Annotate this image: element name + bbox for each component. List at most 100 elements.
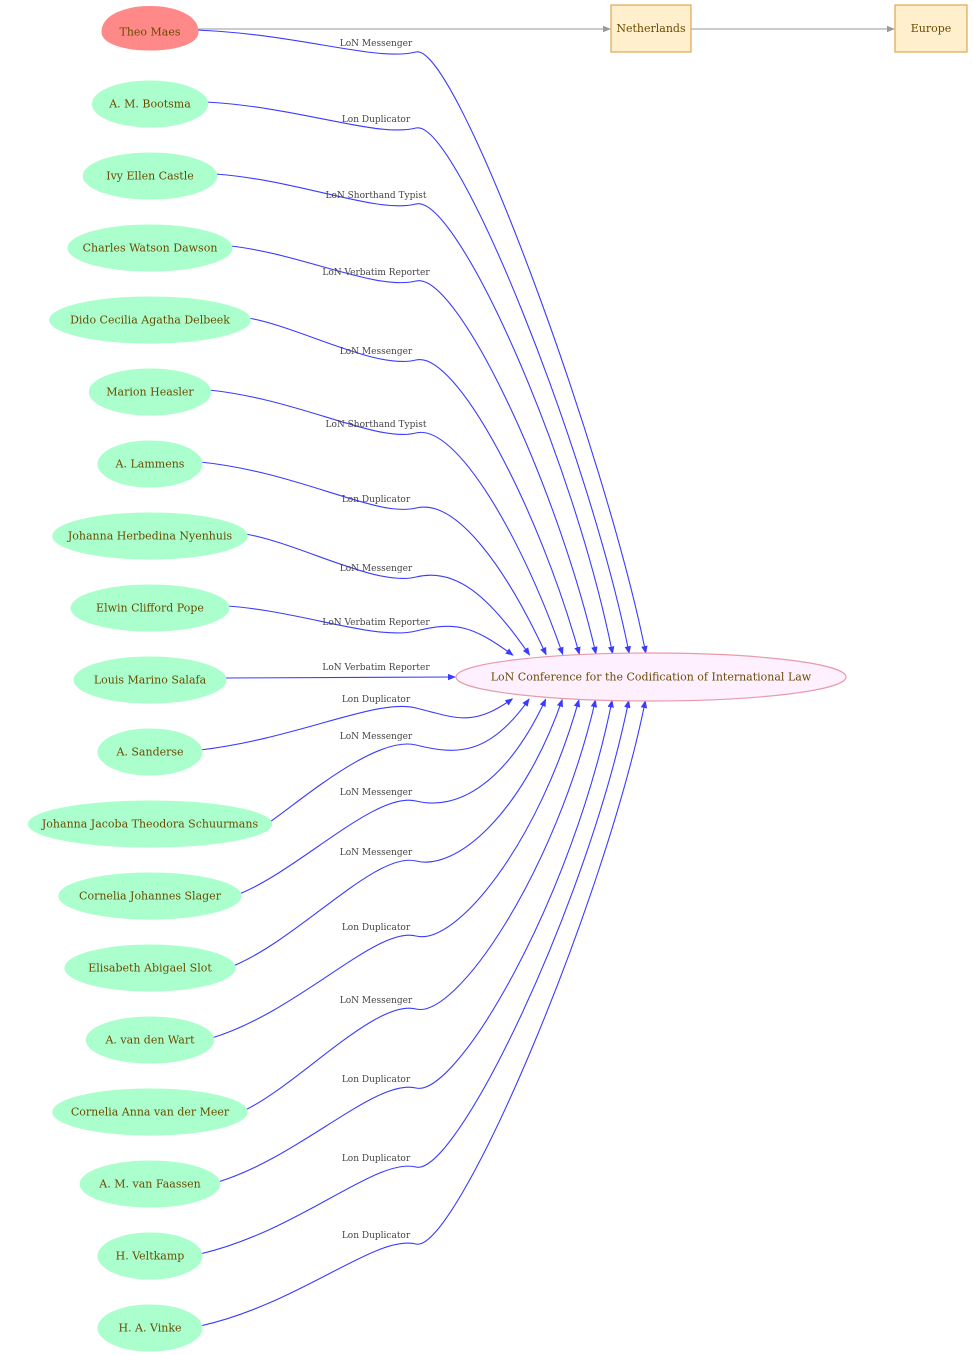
- origin-node-theo-maes[interactable]: Theo Maes: [101, 6, 199, 51]
- person-node-h-a-vinke[interactable]: H. A. Vinke: [97, 1304, 203, 1352]
- edge-label-a-m-bootsma: Lon Duplicator: [342, 115, 411, 125]
- edge-elwin-clifford-pope: [226, 605, 514, 656]
- person-shape: [97, 1304, 203, 1352]
- person-shape: [88, 368, 212, 416]
- person-shape: [67, 224, 233, 272]
- place-label: Netherlands: [616, 22, 686, 35]
- edge-label-theo-maes: LoN Messenger: [340, 39, 413, 49]
- edge-charles-watson-dawson: [229, 245, 598, 655]
- edge-label-marion-heasler: LoN Shorthand Typist: [326, 420, 427, 430]
- person-shape: [64, 944, 236, 992]
- person-shape: [58, 872, 242, 920]
- person-node-elisabeth-abigael-slot[interactable]: Elisabeth Abigael Slot: [64, 944, 236, 992]
- person-node-a-m-bootsma[interactable]: A. M. Bootsma: [91, 80, 209, 128]
- edge-cornelia-anna-van-der-meer: [245, 699, 597, 1111]
- edge-label-cornelia-anna-van-der-meer: LoN Messenger: [340, 996, 413, 1006]
- person-node-cornelia-anna-van-der-meer[interactable]: Cornelia Anna van der Meer: [52, 1088, 248, 1136]
- person-shape: [49, 296, 251, 344]
- edge-elisabeth-abigael-slot: [232, 698, 563, 967]
- node-label: A. van den Wart: [104, 1034, 195, 1047]
- edge-label-dido-cecilia-agatha-delbeek: LoN Messenger: [340, 347, 413, 357]
- edge-label-elisabeth-abigael-slot: LoN Messenger: [340, 848, 413, 858]
- edge-a-m-van-faassen: [217, 699, 614, 1183]
- node-label: A. Sanderse: [115, 746, 183, 759]
- node-label: Cornelia Johannes Slager: [79, 890, 222, 903]
- person-node-a-sanderse[interactable]: A. Sanderse: [97, 728, 203, 776]
- person-shape: [85, 1016, 215, 1064]
- edge-label-charles-watson-dawson: LoN Verbatim Reporter: [322, 268, 430, 278]
- person-node-h-veltkamp[interactable]: H. Veltkamp: [97, 1232, 203, 1280]
- person-shape: [82, 152, 218, 200]
- edge-johanna-jacoba-theodora-schuurmans: [269, 698, 530, 823]
- node-label: Elisabeth Abigael Slot: [88, 962, 212, 975]
- person-shape: [97, 440, 203, 488]
- person-shape: [27, 800, 273, 848]
- node-label: Dido Cecilia Agatha Delbeek: [70, 314, 230, 327]
- place-node-netherlands[interactable]: Netherlands: [610, 4, 692, 53]
- edge-a-lammens: [199, 461, 547, 656]
- node-label: A. Lammens: [115, 458, 185, 471]
- node-label: Charles Watson Dawson: [83, 242, 218, 255]
- node-label: H. Veltkamp: [116, 1250, 185, 1263]
- person-shape: [91, 80, 209, 128]
- target-shape: [455, 652, 847, 702]
- person-node-a-van-den-wart[interactable]: A. van den Wart: [85, 1016, 215, 1064]
- person-node-dido-cecilia-agatha-delbeek[interactable]: Dido Cecilia Agatha Delbeek: [49, 296, 251, 344]
- node-label: H. A. Vinke: [118, 1322, 181, 1335]
- person-node-marion-heasler[interactable]: Marion Heasler: [88, 368, 212, 416]
- person-node-elwin-clifford-pope[interactable]: Elwin Clifford Pope: [70, 584, 230, 632]
- edge-a-sanderse: [199, 698, 514, 751]
- person-shape: [52, 1088, 248, 1136]
- person-node-louis-marino-salafa[interactable]: Louis Marino Salafa: [73, 656, 227, 704]
- edge-label-johanna-jacoba-theodora-schuurmans: LoN Messenger: [340, 732, 413, 742]
- person-node-charles-watson-dawson[interactable]: Charles Watson Dawson: [67, 224, 233, 272]
- node-label: Louis Marino Salafa: [94, 674, 207, 687]
- edge-label-h-a-vinke: Lon Duplicator: [342, 1231, 411, 1241]
- edge-theo-maes: [195, 29, 648, 654]
- edge-louis-marino-salafa: [223, 673, 456, 681]
- node-label: Theo Maes: [119, 26, 180, 39]
- node-label: A. M. Bootsma: [108, 98, 191, 111]
- place-node-europe[interactable]: Europe: [894, 4, 968, 53]
- edge-label-a-van-den-wart: Lon Duplicator: [342, 923, 411, 933]
- person-shape: [97, 728, 203, 776]
- edge-label-a-lammens: Lon Duplicator: [342, 495, 411, 505]
- edge-ivy-ellen-castle: [214, 173, 615, 655]
- node-label: Cornelia Anna van der Meer: [71, 1106, 230, 1119]
- person-node-johanna-jacoba-theodora-schuurmans[interactable]: Johanna Jacoba Theodora Schuurmans: [27, 800, 273, 848]
- edge-marion-heasler: [208, 389, 564, 656]
- person-shape: [52, 512, 248, 560]
- edge-h-a-vinke: [199, 700, 648, 1327]
- place-shape: [610, 4, 692, 53]
- edge-label-elwin-clifford-pope: LoN Verbatim Reporter: [322, 618, 430, 628]
- node-label: Johanna Jacoba Theodora Schuurmans: [41, 818, 259, 831]
- person-node-ivy-ellen-castle[interactable]: Ivy Ellen Castle: [82, 152, 218, 200]
- edge-dido-cecilia-agatha-delbeek: [248, 317, 581, 656]
- origin-shape: [101, 6, 199, 51]
- edge-cornelia-johannes-slager: [238, 698, 547, 895]
- person-shape: [79, 1160, 221, 1208]
- node-label: A. M. van Faassen: [98, 1178, 200, 1191]
- person-node-a-m-van-faassen[interactable]: A. M. van Faassen: [79, 1160, 221, 1208]
- node-label: Elwin Clifford Pope: [96, 602, 204, 615]
- person-shape: [97, 1232, 203, 1280]
- edge-label-cornelia-johannes-slager: LoN Messenger: [340, 788, 413, 798]
- place-label: Europe: [911, 22, 952, 35]
- edge-label-a-m-van-faassen: Lon Duplicator: [342, 1075, 411, 1085]
- edge-label-a-sanderse: Lon Duplicator: [342, 695, 411, 705]
- person-node-a-lammens[interactable]: A. Lammens: [97, 440, 203, 488]
- edges: [195, 25, 895, 1327]
- edge-label-h-veltkamp: Lon Duplicator: [342, 1154, 411, 1164]
- edge-a-van-den-wart: [211, 698, 581, 1039]
- edge-h-veltkamp: [199, 699, 631, 1255]
- person-node-johanna-herbedina-nyenhuis[interactable]: Johanna Herbedina Nyenhuis: [52, 512, 248, 560]
- edge-label-ivy-ellen-castle: LoN Shorthand Typist: [326, 191, 427, 201]
- person-shape: [70, 584, 230, 632]
- edge-label-johanna-herbedina-nyenhuis: LoN Messenger: [340, 564, 413, 574]
- target-node-conference[interactable]: LoN Conference for the Codification of I…: [455, 652, 847, 702]
- edge-label-louis-marino-salafa: LoN Verbatim Reporter: [322, 663, 430, 673]
- person-node-cornelia-johannes-slager[interactable]: Cornelia Johannes Slager: [58, 872, 242, 920]
- edge-a-m-bootsma: [205, 101, 631, 655]
